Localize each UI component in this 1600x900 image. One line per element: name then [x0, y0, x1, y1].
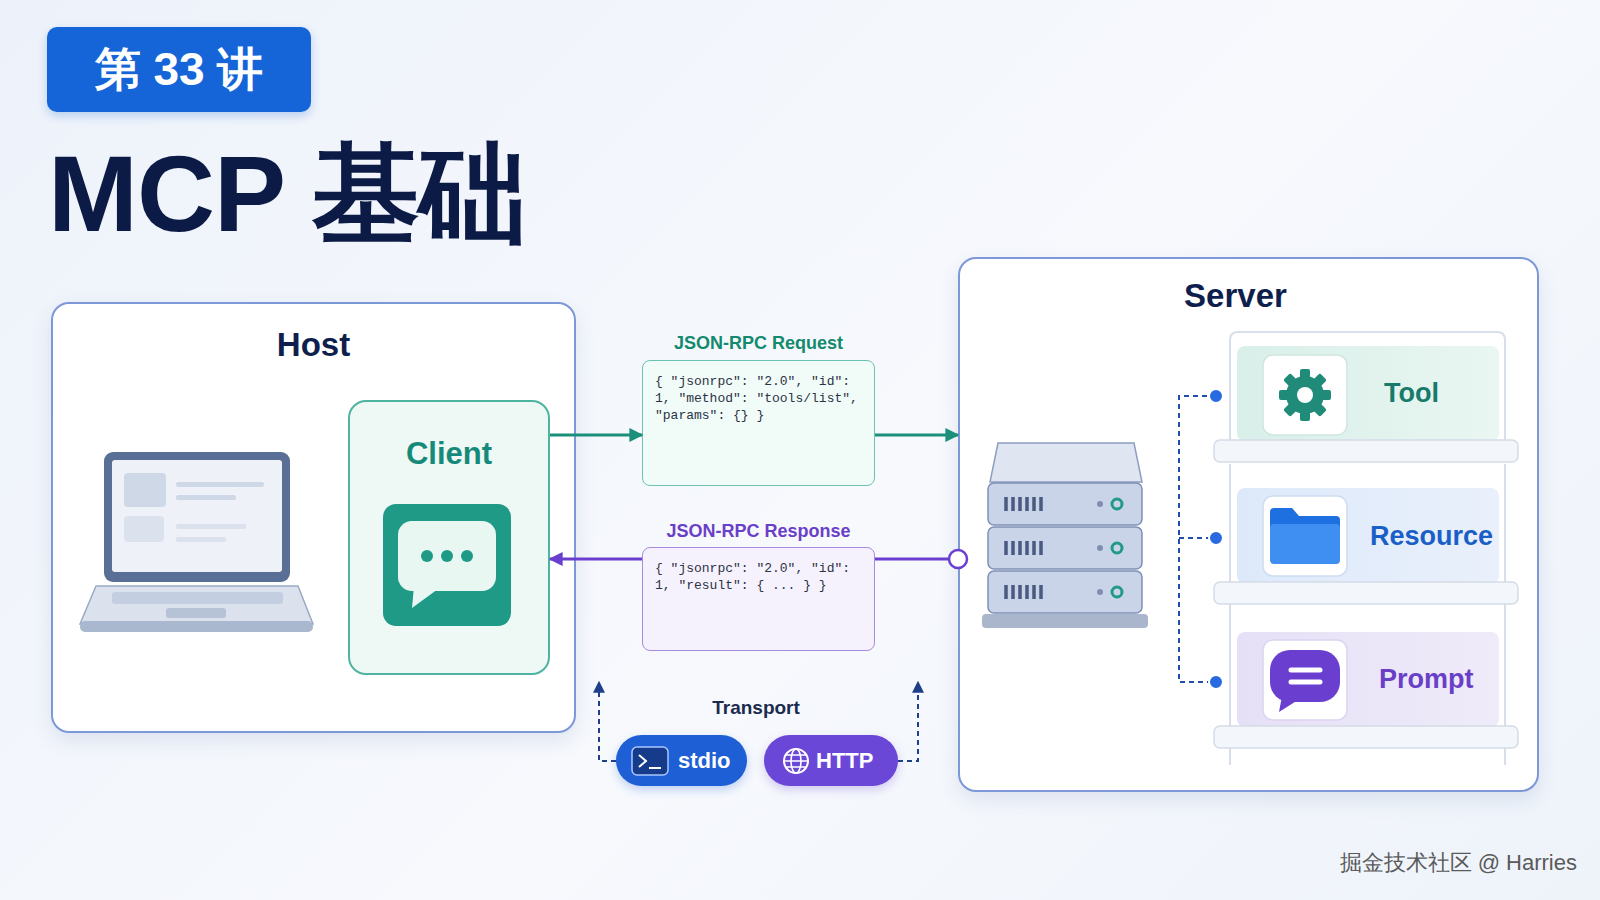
terminal-icon — [639, 755, 646, 767]
terminal-icon — [632, 747, 668, 775]
laptop-icon — [176, 482, 264, 487]
gear-icon — [1300, 369, 1310, 421]
bracket-line — [1179, 396, 1216, 682]
badge-text: 第 33 讲 — [95, 39, 264, 101]
page-title: MCP 基础 — [48, 122, 526, 268]
shelf-frame — [1230, 332, 1505, 442]
code-text: { "jsonrpc": "2.0", "id": 1, "result": {… — [655, 560, 862, 594]
client-box: Client — [348, 400, 550, 675]
server-icon — [1112, 499, 1122, 509]
chat-icon — [383, 504, 511, 626]
laptop-icon — [166, 608, 226, 618]
prompt-icon — [1291, 670, 1320, 682]
chat-icon — [412, 586, 438, 608]
transport-leader — [599, 682, 616, 761]
laptop-icon — [80, 586, 313, 624]
connector-endpoint — [949, 550, 967, 568]
folder-icon — [1263, 496, 1347, 576]
connector-arrow — [875, 558, 958, 561]
capability-card: Tool — [1237, 346, 1499, 441]
globe-icon — [784, 749, 808, 773]
server-icon — [988, 571, 1142, 613]
gear-icon — [1297, 387, 1313, 403]
shelf — [1214, 440, 1518, 462]
response-box: JSON-RPC Response{ "jsonrpc": "2.0", "id… — [642, 547, 875, 651]
card-text: Prompt — [1379, 664, 1474, 695]
server-icon — [1112, 543, 1122, 553]
card-text: Resource — [1370, 521, 1493, 552]
laptop-icon — [176, 524, 246, 529]
folder-icon — [1270, 508, 1340, 560]
laptop-icon — [176, 537, 226, 542]
lecture-badge: 第 33 讲 — [47, 27, 311, 112]
pill-text: stdio — [678, 748, 731, 774]
box-heading: JSON-RPC Request — [643, 333, 874, 354]
box-heading: Server — [960, 277, 1511, 315]
transport-pill: HTTP — [764, 735, 898, 786]
shelf — [1214, 726, 1518, 748]
server-icon — [1097, 501, 1103, 507]
server-icon — [1112, 587, 1122, 597]
laptop-icon — [112, 460, 282, 572]
server-icon — [1006, 497, 1041, 599]
globe-icon — [791, 749, 801, 773]
globe-icon — [784, 755, 808, 767]
server-icon — [1097, 545, 1103, 551]
chat-icon — [398, 521, 496, 591]
shelf — [1214, 582, 1518, 604]
bracket-dot — [1209, 389, 1223, 403]
chat-icon — [441, 550, 453, 562]
laptop-icon — [124, 473, 166, 507]
box-heading: JSON-RPC Response — [643, 521, 874, 542]
server-icon — [982, 614, 1148, 628]
prompt-icon — [1270, 650, 1340, 702]
server-icon — [1097, 589, 1103, 595]
pill-text: HTTP — [816, 748, 873, 774]
box-heading: Client — [350, 436, 548, 472]
server-box: ServerToolResourcePrompt — [958, 257, 1539, 792]
terminal-icon — [649, 767, 661, 769]
connector-arrow — [550, 434, 642, 437]
box-heading: Host — [53, 326, 574, 364]
host-box: HostClient — [51, 302, 576, 733]
transport-leader — [898, 682, 918, 761]
gear-icon — [1279, 369, 1331, 421]
gear-icon — [1279, 390, 1331, 400]
prompt-icon — [1279, 696, 1298, 712]
server-icon — [988, 527, 1142, 569]
laptop-icon — [104, 452, 290, 582]
gear-icon — [1283, 373, 1327, 417]
laptop-icon — [176, 495, 236, 500]
watermark: 掘金技术社区 @ Harries — [1200, 848, 1577, 878]
folder-icon — [1270, 524, 1340, 564]
card-text: Tool — [1384, 378, 1439, 409]
transport-label: Transport — [696, 697, 816, 719]
server-icon — [990, 443, 1142, 482]
chat-icon — [461, 550, 473, 562]
capability-card: Resource — [1237, 488, 1499, 584]
gear-icon — [1286, 376, 1324, 414]
connector-arrow — [875, 434, 958, 437]
code-text: { "jsonrpc": "2.0", "id": 1, "method": "… — [655, 373, 862, 424]
shelf-frame — [1230, 464, 1505, 765]
bracket-dot — [1209, 531, 1223, 545]
request-box: JSON-RPC Request{ "jsonrpc": "2.0", "id"… — [642, 360, 875, 486]
transport-pill: stdio — [616, 735, 747, 786]
gear-icon — [1283, 373, 1327, 417]
gear-icon — [1263, 355, 1347, 435]
laptop-icon — [80, 621, 313, 632]
capability-card: Prompt — [1237, 632, 1499, 727]
bracket-dot — [1209, 675, 1223, 689]
laptop-icon — [124, 516, 164, 542]
connector-arrow — [550, 558, 642, 561]
server-icon — [988, 483, 1142, 525]
prompt-icon — [1263, 640, 1347, 720]
chat-icon — [421, 550, 433, 562]
laptop-icon — [112, 592, 283, 604]
